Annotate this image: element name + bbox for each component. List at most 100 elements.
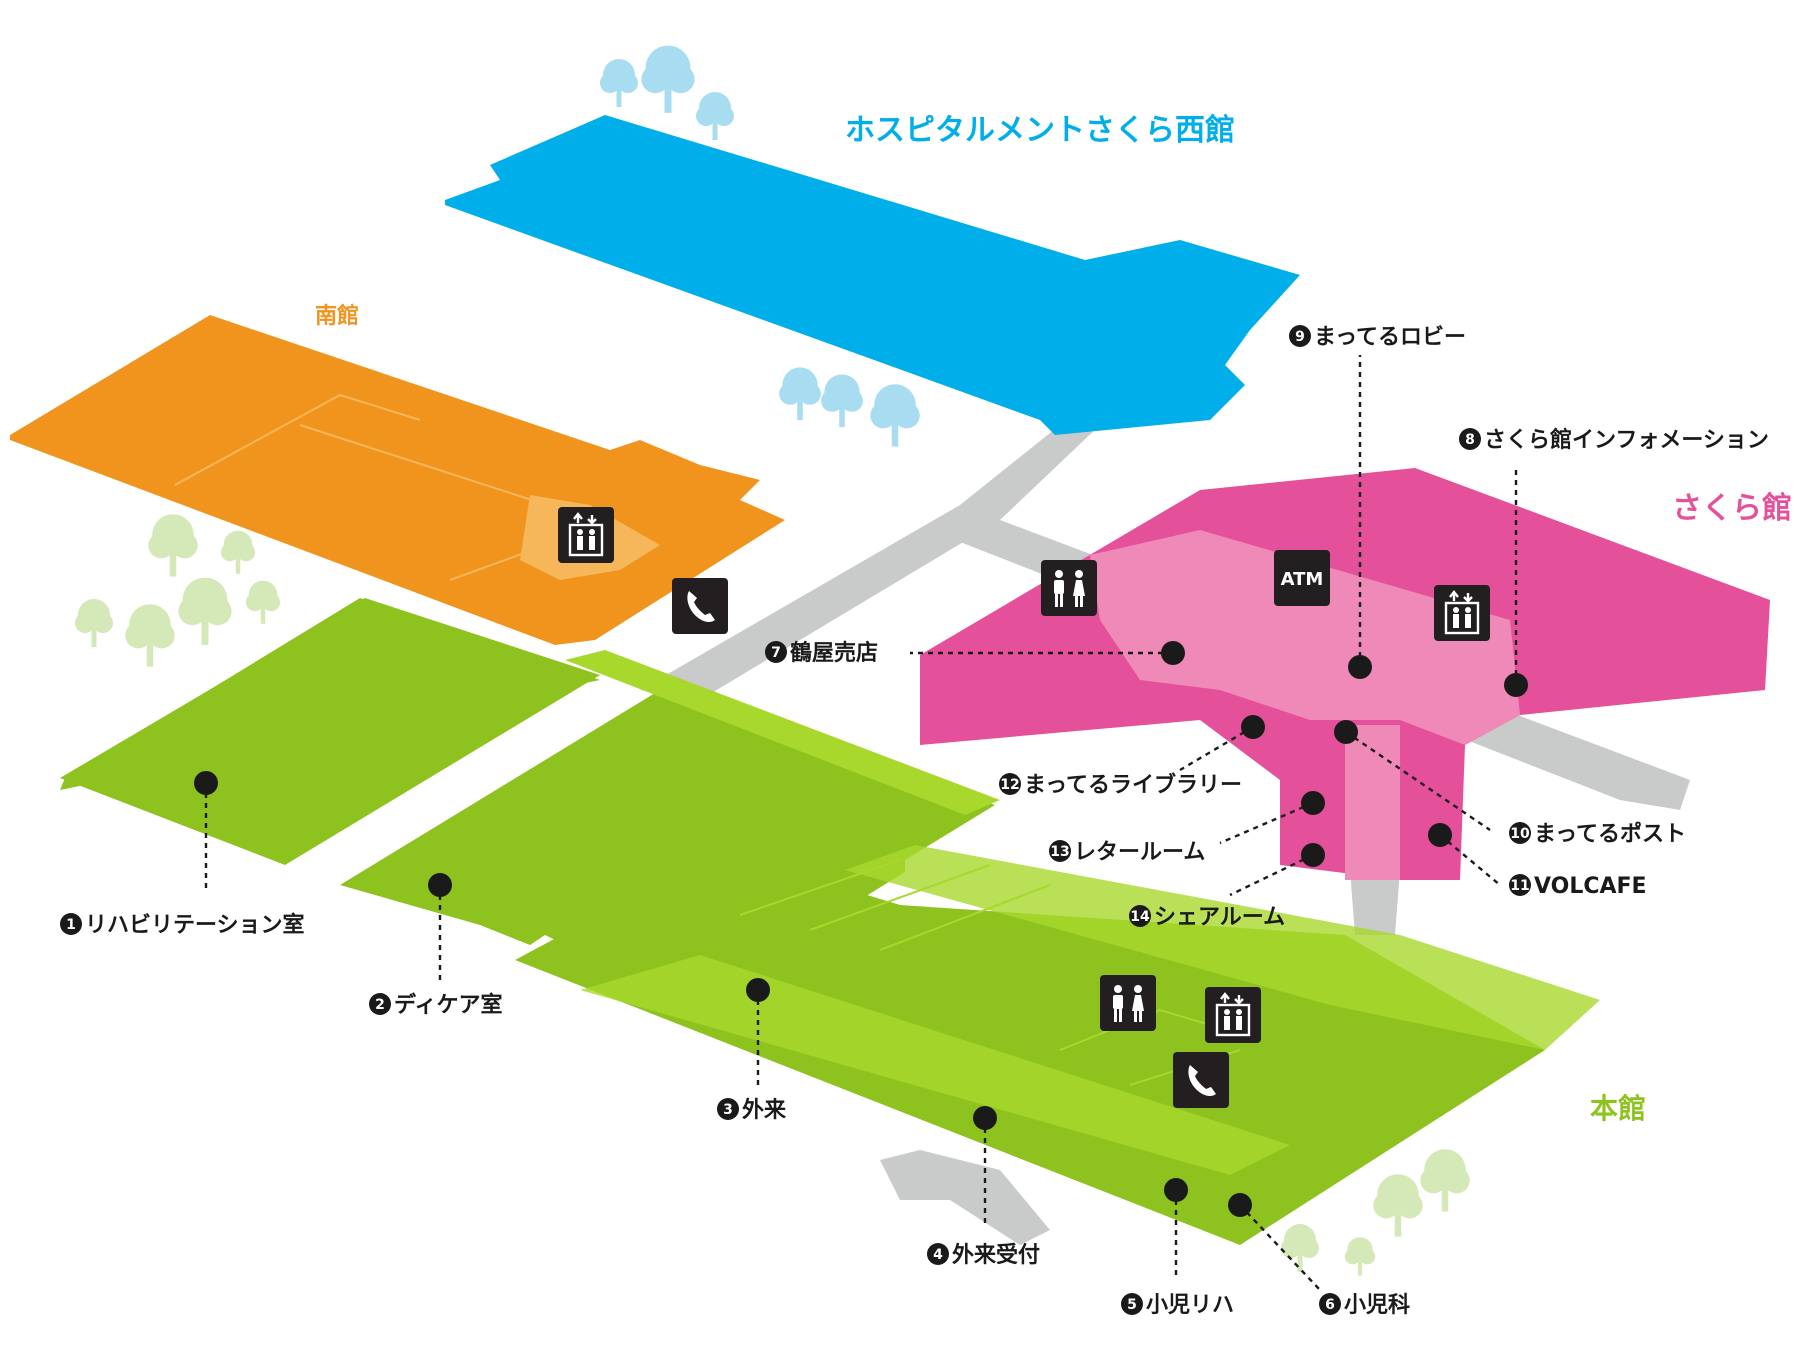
poi-marker[interactable] [1164,1178,1188,1202]
poi-label: まってるポスト [1534,821,1686,847]
poi-marker[interactable] [1348,655,1372,679]
poi-marker[interactable] [194,771,218,795]
poi-8[interactable]: 8 さくら館インフォメーション [1459,427,1769,697]
poi-marker[interactable] [1161,641,1185,665]
poi-12[interactable]: 12 まってるライブラリー [999,715,1265,798]
poi-number-badge: 13 [1049,840,1071,862]
poi-6[interactable]: 6 小児科 [1228,1193,1410,1318]
svg-text:4: 4 [933,1247,943,1263]
poi-marker[interactable] [1301,791,1325,815]
poi-label: VOLCAFE [1534,874,1647,899]
restroom-icon [1100,975,1156,1031]
poi-5[interactable]: 5 小児リハ [1121,1178,1234,1318]
poi-label: 外来受付 [952,1242,1040,1268]
poi-marker[interactable] [1301,843,1325,867]
telephone-icon [672,578,728,634]
svg-text:5: 5 [1127,1297,1137,1313]
poi-marker[interactable] [1228,1193,1252,1217]
poi-number-badge: 4 [927,1243,949,1265]
poi-7[interactable]: 7 鶴屋売店 [765,640,1185,666]
tree-icon [125,604,175,667]
restroom-icon [1041,560,1097,616]
poi-label: リハビリテーション室 [85,912,305,938]
poi-number-badge: 12 [999,773,1021,795]
svg-text:9: 9 [1295,329,1305,345]
svg-text:3: 3 [723,1102,733,1118]
poi-label: 小児科 [1344,1293,1410,1318]
building-label-sakura: さくら館 [1672,491,1792,526]
elevator-icon [558,507,614,563]
west-building: ホスピタルメントさくら西館 [445,113,1300,435]
poi-number-badge: 11 [1509,874,1531,896]
leader-line [1219,801,1314,845]
poi-number-badge: 10 [1509,822,1531,844]
svg-text:1: 1 [66,917,76,933]
svg-text:2: 2 [375,997,385,1013]
svg-text:11: 11 [1510,878,1529,894]
poi-label: さくら館インフォメーション [1484,427,1769,453]
poi-label: ディケア室 [394,992,502,1018]
tree-icon [696,92,734,140]
poi-number-badge: 3 [717,1098,739,1120]
elevator-icon [1434,585,1490,641]
building-label-west: ホスピタルメントさくら西館 [845,113,1235,148]
leader-line [1229,853,1314,897]
poi-marker[interactable] [1241,715,1265,739]
poi-marker[interactable] [428,873,452,897]
poi-number-badge: 7 [765,641,787,663]
tree-icon [1344,1237,1376,1276]
tree-icon [220,530,256,574]
elevator-icon [1205,987,1261,1043]
leader-line [1439,834,1501,886]
svg-text:7: 7 [771,645,781,661]
tree-icon [1420,1149,1470,1212]
building-label-south: 南館 [315,303,359,329]
poi-number-badge: 14 [1129,905,1151,927]
tree-icon [641,45,695,113]
svg-text:10: 10 [1510,826,1530,842]
building-label-main: 本館 [1590,1092,1646,1125]
svg-text:ATM: ATM [1281,569,1324,590]
poi-label: レタールーム [1074,840,1205,865]
sakura-building: さくら館 [920,468,1792,880]
poi-label: 小児リハ [1146,1293,1234,1318]
svg-text:14: 14 [1130,909,1150,925]
svg-text:6: 6 [1325,1297,1335,1313]
tree-icon [870,384,920,447]
svg-text:12: 12 [1000,777,1019,793]
poi-marker[interactable] [1504,673,1528,697]
svg-text:13: 13 [1050,844,1069,860]
tree-icon [178,577,232,645]
poi-label: まってるロビー [1314,325,1466,350]
poi-13[interactable]: 13 レタールーム [1049,791,1325,865]
atm-icon: ATM [1274,550,1330,606]
leader-line [1179,725,1254,772]
poi-number-badge: 1 [60,913,82,935]
poi-label: まってるライブラリー [1024,772,1242,798]
poi-number-badge: 2 [369,993,391,1015]
poi-1[interactable]: 1 リハビリテーション室 [60,771,305,938]
poi-marker[interactable] [746,978,770,1002]
tree-icon [821,374,863,428]
south-building: 南館 [10,303,785,645]
poi-label: シェアルーム [1154,905,1285,930]
poi-marker[interactable] [1334,720,1358,744]
tree-icon [779,367,821,421]
poi-4[interactable]: 4 外来受付 [927,1106,1040,1268]
tree-icon [245,580,281,624]
poi-2[interactable]: 2 ディケア室 [369,873,502,1018]
tree-icon [75,599,113,647]
telephone-icon [1173,1052,1229,1108]
poi-marker[interactable] [973,1106,997,1130]
poi-marker[interactable] [1428,823,1452,847]
facility-icons: ATM [558,507,1490,1108]
poi-9[interactable]: 9 まってるロビー [1289,325,1466,679]
poi-11[interactable]: 11 VOLCAFE [1428,823,1647,899]
svg-text:8: 8 [1465,432,1475,448]
poi-label: 鶴屋売店 [790,640,878,666]
